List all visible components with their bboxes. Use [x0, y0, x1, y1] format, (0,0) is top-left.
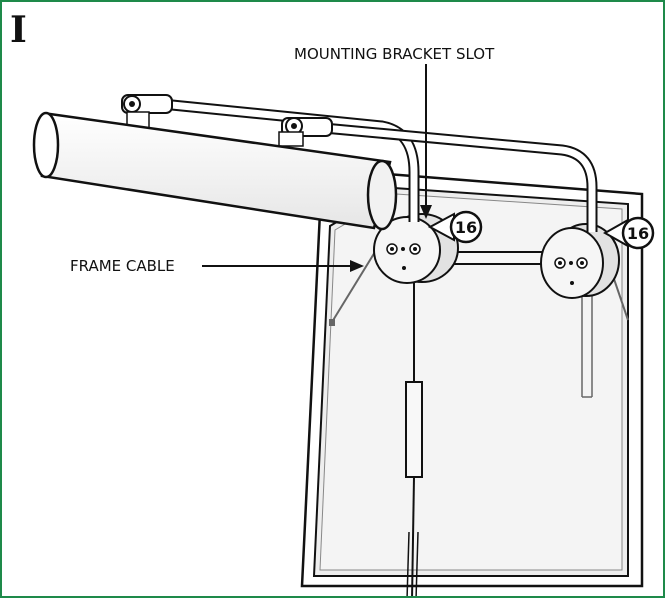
badge-label: 16 [627, 224, 649, 243]
frame-cable-label: FRAME CABLE [70, 257, 175, 275]
lamp-shade [32, 111, 398, 231]
step-badge-16-right: 16 [602, 216, 655, 250]
step-letter: I [10, 9, 27, 51]
badge-label: 16 [455, 218, 477, 237]
power-cord [405, 282, 593, 596]
mounting-bracket-slot-label: MOUNTING BRACKET SLOT [294, 45, 495, 63]
callout-lines [202, 64, 432, 272]
step-badge-16-left: 16 [427, 210, 483, 244]
mounting-bracket-right [540, 223, 620, 299]
lamp-arm [121, 94, 598, 232]
